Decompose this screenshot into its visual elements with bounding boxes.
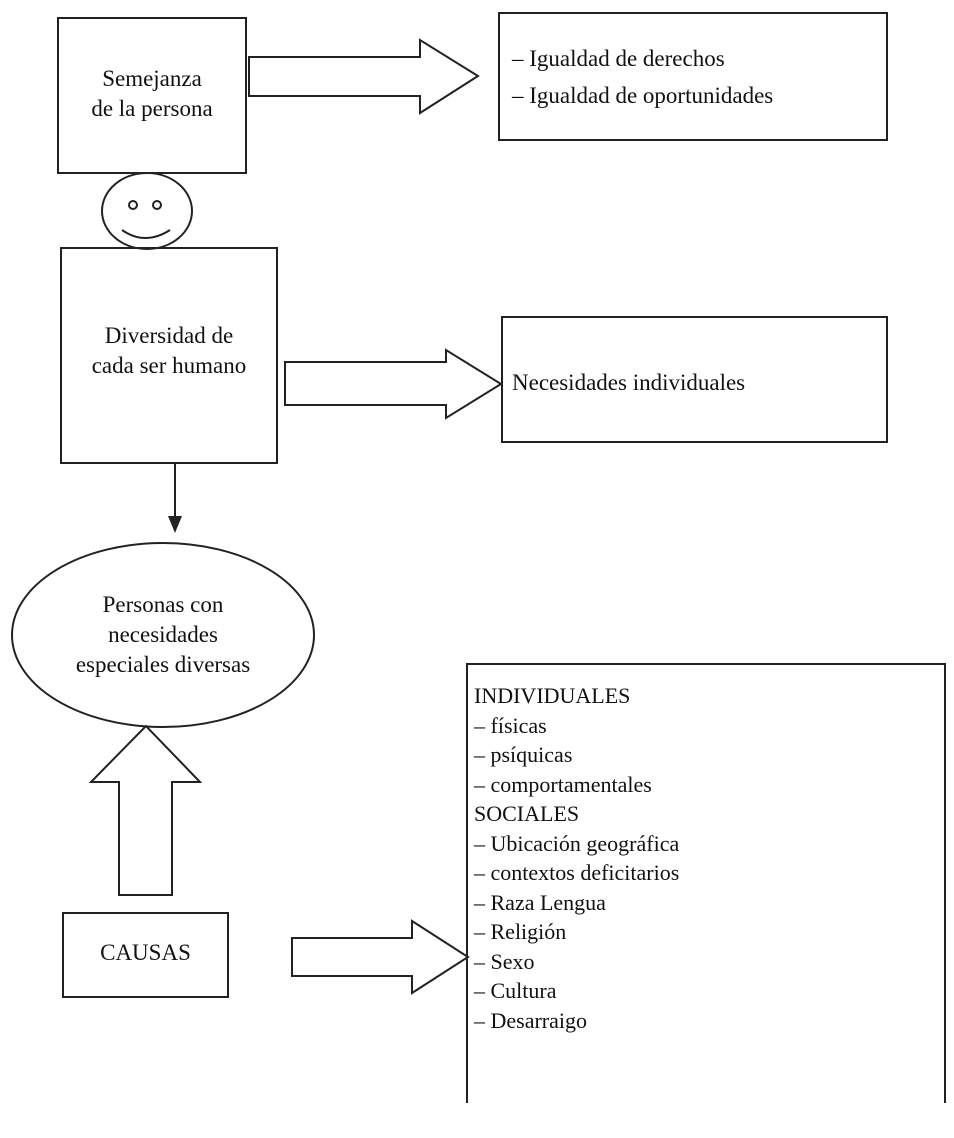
causas-list-item: – Sexo: [474, 948, 535, 974]
causas-list-item: – físicas: [474, 712, 547, 738]
arrow-diversidad-to-necesidades: [284, 348, 503, 420]
arrow-semejanza-to-igualdad: [248, 38, 480, 115]
igualdad-item: – Igualdad de oportunidades: [512, 83, 774, 108]
diversidad-text: Diversidad de cada ser humano: [60, 321, 278, 381]
box-causas-list: [466, 663, 946, 1103]
arrow-diversidad-to-personas: [168, 463, 182, 533]
igualdad-list: – Igualdad de derechos – Igualdad de opo…: [512, 40, 773, 114]
causas-list-item: – Raza Lengua: [474, 889, 606, 915]
diversidad-line2: cada ser humano: [91, 353, 247, 378]
causas-list-item: – psíquicas: [474, 742, 573, 767]
causas-list-item: – Desarraigo: [474, 1007, 588, 1033]
causas-text: CAUSAS: [100, 940, 191, 965]
diversidad-line1: Diversidad de: [104, 323, 234, 348]
causas-list-item: – Religión: [474, 919, 567, 944]
box-semejanza: [57, 17, 247, 174]
personas-line3: especiales diversas: [75, 652, 251, 677]
causas-list-item: – Ubicación geográfica: [474, 830, 680, 856]
arrow-causas-to-personas: [88, 724, 203, 896]
causas-list: INDIVIDUALES – físicas – psíquicas – com…: [474, 681, 679, 1035]
box-necesidades: [501, 316, 888, 443]
semejanza-text: Semejanza de la persona: [57, 64, 247, 124]
causas-list-item: SOCIALES: [474, 801, 580, 826]
personas-line2: necesidades: [108, 622, 218, 647]
causas-list-item: INDIVIDUALES: [474, 683, 631, 708]
arrow-causas-to-list: [291, 919, 470, 995]
necesidades-text: Necesidades individuales: [512, 370, 746, 395]
smiley-face-icon: [101, 172, 193, 250]
box-igualdad: [498, 12, 888, 141]
personas-line1: Personas con: [102, 592, 224, 617]
semejanza-line2: de la persona: [91, 96, 213, 121]
box-causas: [62, 912, 229, 998]
causas-list-item: – Cultura: [474, 978, 557, 1003]
box-diversidad: [60, 247, 278, 464]
semejanza-line1: Semejanza: [102, 66, 202, 91]
causas-list-item: – contextos deficitarios: [474, 860, 680, 885]
igualdad-item: – Igualdad de derechos: [512, 46, 725, 71]
ellipse-personas-shape: [11, 542, 315, 728]
personas-text: Personas con necesidades especiales dive…: [12, 590, 314, 680]
causas-list-item: – comportamentales: [474, 771, 652, 797]
